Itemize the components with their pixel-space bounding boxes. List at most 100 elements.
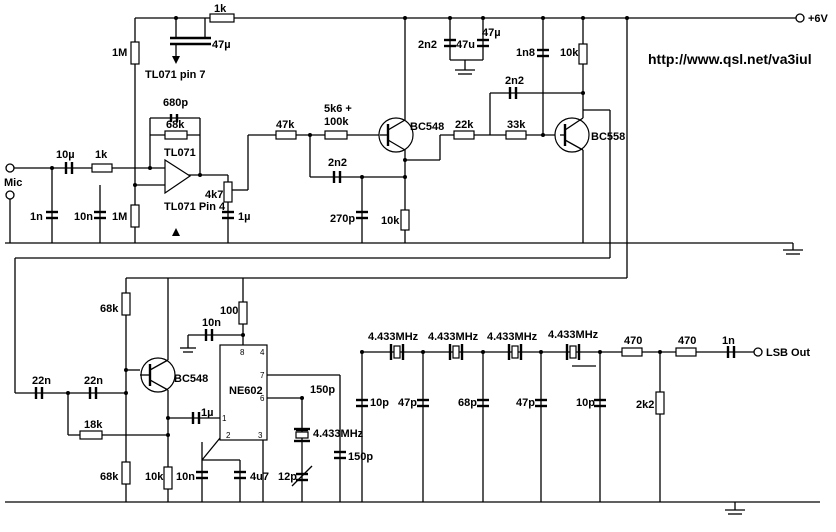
- resistor-2k2: [655, 391, 665, 415]
- resistor-470-b: [675, 347, 697, 357]
- supply-label: +6V: [808, 13, 829, 25]
- label-c-1u-b: 1µ: [201, 407, 213, 419]
- label-c-47u-top: 47µ: [212, 39, 231, 51]
- label-c-150p-b: 150p: [348, 451, 373, 463]
- label-pin1: 1: [222, 414, 227, 423]
- label-q3: BC548: [174, 373, 208, 385]
- crystal-osc: [294, 427, 310, 443]
- label-r-10k-b: 10k: [145, 471, 164, 483]
- capacitors: [34, 36, 736, 487]
- terminal-6v: [795, 13, 805, 23]
- transistor-bc558: [554, 117, 590, 153]
- resistor-470-a: [621, 347, 643, 357]
- label-c-270p: 270p: [330, 213, 355, 225]
- resistor-1m-bottom: [130, 204, 140, 228]
- label-r-1m-top: 1M: [112, 47, 127, 59]
- label-c-680p: 680p: [163, 97, 188, 109]
- label-c-22n-b: 22n: [84, 375, 103, 387]
- capacitor-47p-a: [417, 398, 429, 408]
- capacitor-10n-b: [196, 470, 208, 480]
- label-r-470-a: 470: [624, 335, 642, 347]
- label-r-2k2: 2k2: [636, 399, 654, 411]
- label-tl071-pin7: TL071 pin 7: [145, 69, 206, 81]
- terminal-lsb-out: [753, 347, 763, 357]
- label-c-1n8: 1n8: [516, 47, 535, 59]
- resistors: [79, 13, 697, 490]
- ground-symbols: [180, 69, 803, 515]
- resistor-100k: [324, 130, 348, 140]
- label-c-68p: 68p: [458, 397, 477, 409]
- label-c-10u: 10µ: [56, 149, 75, 161]
- label-c-2n2-b: 2n2: [505, 75, 524, 87]
- crystals: [294, 344, 596, 443]
- label-pin6: 6: [260, 394, 265, 403]
- capacitor-10n-top: [204, 329, 214, 341]
- label-pin7: 7: [260, 371, 265, 380]
- label-pin2: 2: [226, 431, 231, 440]
- resistor-68k-feedback: [164, 130, 188, 140]
- label-c-2n2-top: 2n2: [418, 39, 437, 51]
- label-r-68k-low: 68k: [100, 471, 119, 483]
- label-c-10p-a: 10p: [370, 397, 389, 409]
- label-r-33k: 33k: [507, 119, 526, 131]
- capacitor-10n-a: [94, 210, 106, 220]
- label-c-150p-a: 150p: [310, 384, 335, 396]
- resistor-1k-input: [91, 163, 113, 173]
- label-c-47u-c: 47µ: [482, 27, 501, 39]
- labels: +6V http://www.qsl.net/va3iul Mic LSB Ou…: [4, 3, 829, 483]
- transistors: [140, 117, 590, 441]
- label-c-22n-a: 22n: [32, 375, 51, 387]
- label-xtal1: 4.433MHz: [368, 331, 419, 343]
- label-c-10n-top: 10n: [202, 317, 221, 329]
- capacitor-4u7: [234, 470, 246, 480]
- label-r-1k-top: 1k: [214, 3, 227, 15]
- label-xtal4: 4.433MHz: [548, 329, 599, 341]
- capacitor-680p: [169, 114, 179, 122]
- label-ic-ne602: NE602: [229, 385, 263, 397]
- capacitor-1n-mic: [46, 210, 58, 220]
- capacitor-47u-top: [170, 36, 211, 46]
- crystal-1: [389, 344, 405, 360]
- ic-ne602: [219, 344, 268, 441]
- label-r-18k: 18k: [84, 419, 103, 431]
- crystal-4: [565, 344, 596, 367]
- label-r-100k: 100k: [324, 116, 349, 128]
- label-xtal3: 4.433MHz: [487, 331, 538, 343]
- resistor-10k-top: [578, 43, 588, 65]
- potentiometer-4k7: [223, 181, 233, 203]
- label-pin8: 8: [240, 348, 245, 357]
- label-r-470-b: 470: [678, 335, 696, 347]
- transistor-bc548-b: [140, 357, 176, 393]
- capacitor-1n8: [537, 48, 549, 58]
- resistor-10k-emitter: [400, 209, 410, 231]
- resistor-10k-bias: [163, 466, 173, 490]
- url-label: http://www.qsl.net/va3iul: [648, 51, 812, 67]
- label-q1: BC548: [410, 121, 444, 133]
- label-c-1n-mic: 1n: [30, 211, 43, 223]
- capacitor-2n2-top: [444, 38, 456, 48]
- capacitor-10u-input: [64, 162, 74, 174]
- label-q2: BC558: [591, 131, 625, 143]
- label-r-22k: 22k: [455, 119, 474, 131]
- label-r-1k-in: 1k: [95, 149, 108, 161]
- opamp-tl071: [164, 158, 192, 195]
- label-r-5k6: 5k6 +: [324, 103, 352, 115]
- resistor-68k-lower: [121, 461, 131, 485]
- resistor-68k-upper: [121, 292, 131, 316]
- label-ic-tl071: TL071: [164, 147, 196, 159]
- label-r-47k: 47k: [276, 119, 295, 131]
- label-r-68k: 68k: [166, 119, 185, 131]
- capacitor-1n-output: [726, 346, 736, 358]
- terminal-mic-a: [5, 163, 15, 173]
- resistor-1k-top: [209, 13, 235, 23]
- transistor-bc548-a: [378, 117, 414, 153]
- capacitor-22n-a: [34, 387, 44, 399]
- label-c-1n-out: 1n: [722, 335, 735, 347]
- pin-arrows: [172, 45, 180, 236]
- crystal-2: [448, 344, 464, 360]
- resistor-47k: [275, 130, 297, 140]
- resistor-1m-top: [130, 41, 140, 65]
- label-c-1u-a: 1µ: [238, 211, 250, 223]
